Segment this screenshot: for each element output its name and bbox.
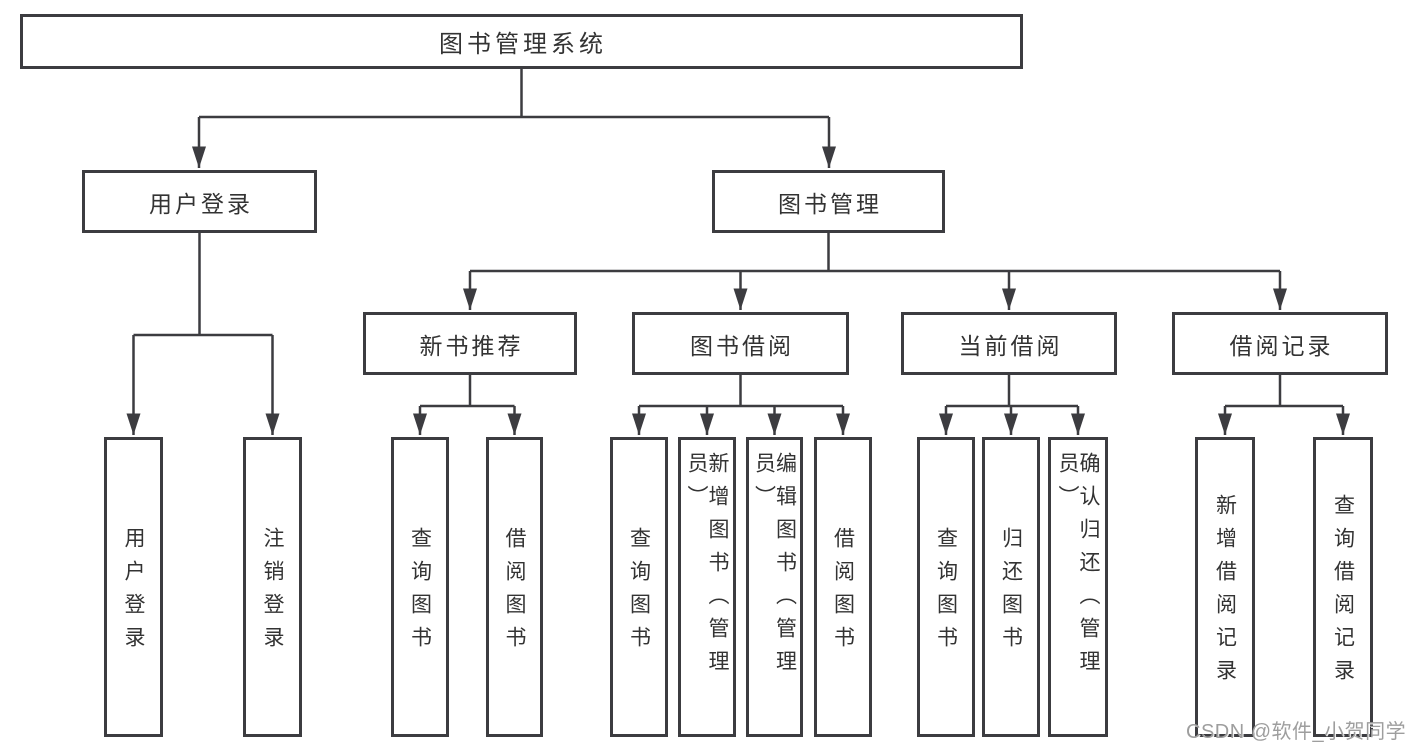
node-label: 图书管理 xyxy=(778,190,882,217)
node-label: 归还图书 xyxy=(999,527,1023,659)
leaf-confirm-return-admin: 确认归还（管理员） xyxy=(1048,437,1108,737)
node-label: 用户登录 xyxy=(122,527,145,659)
leaf-edit-books-admin: 编辑图书（管理员） xyxy=(746,437,803,737)
node-label: 查询图书 xyxy=(408,527,432,659)
node-label: 新增图书（管理员） xyxy=(685,452,729,683)
leaf-query-borrow-record: 查询借阅记录 xyxy=(1313,437,1373,737)
node-label: 编辑图书（管理员） xyxy=(752,452,797,683)
node-label: 当前借阅 xyxy=(958,332,1063,359)
node-label: 查询借阅记录 xyxy=(1331,494,1355,692)
node-label: 新增借阅记录 xyxy=(1213,494,1237,692)
node-label: 借阅记录 xyxy=(1229,332,1334,359)
leaf-query-books-borrowing: 查询图书 xyxy=(610,437,668,737)
node-label: 借阅图书 xyxy=(503,527,526,659)
node-current-borrowing: 当前借阅 xyxy=(901,312,1117,375)
leaf-borrow-books-recommend: 借阅图书 xyxy=(486,437,543,737)
node-label: 查询图书 xyxy=(934,527,958,659)
node-book-management: 图书管理 xyxy=(712,170,945,233)
node-label: 查询图书 xyxy=(627,527,651,659)
node-book-borrowing: 图书借阅 xyxy=(632,312,849,375)
leaf-query-books-recommend: 查询图书 xyxy=(391,437,449,737)
leaf-add-books-admin: 新增图书（管理员） xyxy=(678,437,736,737)
leaf-logout: 注销登录 xyxy=(243,437,302,737)
leaf-add-borrow-record: 新增借阅记录 xyxy=(1195,437,1255,737)
node-user-login: 用户登录 xyxy=(82,170,317,233)
leaf-borrow-books: 借阅图书 xyxy=(814,437,872,737)
csdn-watermark: CSDN @软件_小贺同学 xyxy=(1186,721,1405,743)
node-label: 用户登录 xyxy=(149,190,253,217)
node-label: 借阅图书 xyxy=(831,527,855,659)
node-label: 图书借阅 xyxy=(690,332,794,359)
leaf-return-books: 归还图书 xyxy=(982,437,1040,737)
leaf-query-books-current: 查询图书 xyxy=(917,437,975,737)
node-label: 新书推荐 xyxy=(419,332,524,359)
node-label: 确认归还（管理员） xyxy=(1056,452,1100,683)
node-borrow-records: 借阅记录 xyxy=(1172,312,1388,375)
node-library-system: 图书管理系统 xyxy=(20,14,1023,69)
node-label: 图书管理系统 xyxy=(439,31,607,58)
node-label: 注销登录 xyxy=(261,527,284,659)
node-new-book-recommend: 新书推荐 xyxy=(363,312,577,375)
leaf-user-login: 用户登录 xyxy=(104,437,163,737)
